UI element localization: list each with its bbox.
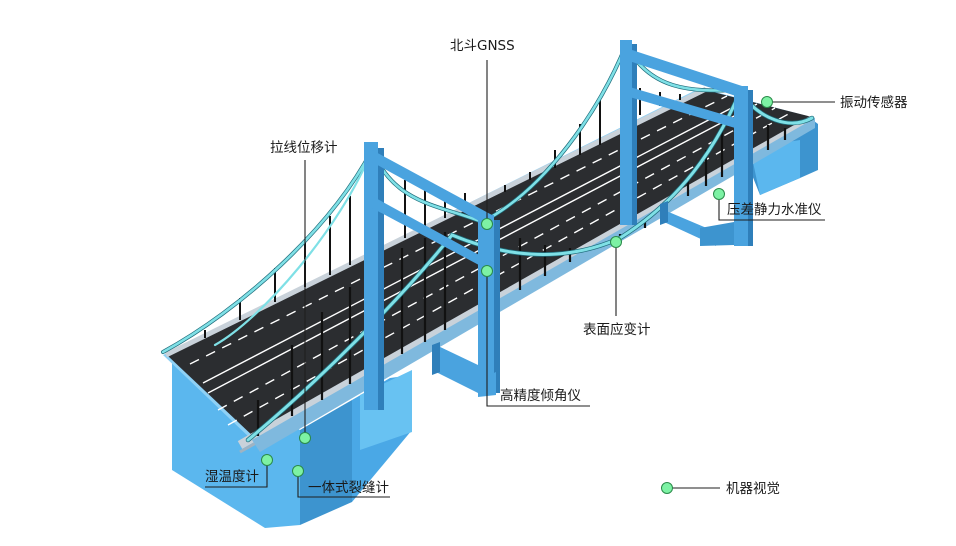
label-level-gauge: 压差静力水准仪 (727, 202, 822, 218)
label-gnss: 北斗GNSS (450, 38, 515, 54)
pier-left (172, 360, 412, 528)
label-machine-vision: 机器视觉 (726, 481, 780, 497)
tower-right (620, 40, 753, 246)
sensor-gnss-dot (481, 218, 493, 230)
sensor-wire-displacement-dot (299, 432, 311, 444)
label-strain-gauge: 表面应变计 (583, 321, 651, 338)
sensor-level-gauge-dot (713, 188, 725, 200)
leader-lines (205, 60, 835, 498)
label-wire-displacement: 拉线位移计 (270, 140, 338, 156)
sensor-inclinometer-dot (481, 265, 493, 277)
labels: 北斗GNSS 拉线位移计 振动传感器 压差静力水准仪 表面应变计 高精度倾角仪 … (205, 38, 908, 497)
tower-left (364, 142, 500, 410)
legend-machine-vision-dot (661, 482, 673, 494)
sensor-strain-dot (610, 236, 622, 248)
sensor-crack-meter-dot (292, 465, 304, 477)
label-vibration-sensor: 振动传感器 (840, 94, 908, 111)
label-hygrothermometer: 湿温度计 (205, 469, 259, 485)
label-crack-meter: 一体式裂缝计 (308, 480, 389, 496)
sensor-dots (261, 96, 773, 494)
label-inclinometer: 高精度倾角仪 (500, 387, 581, 404)
sensor-hygrothermometer-dot (261, 454, 273, 466)
sensor-vibration-dot (761, 96, 773, 108)
